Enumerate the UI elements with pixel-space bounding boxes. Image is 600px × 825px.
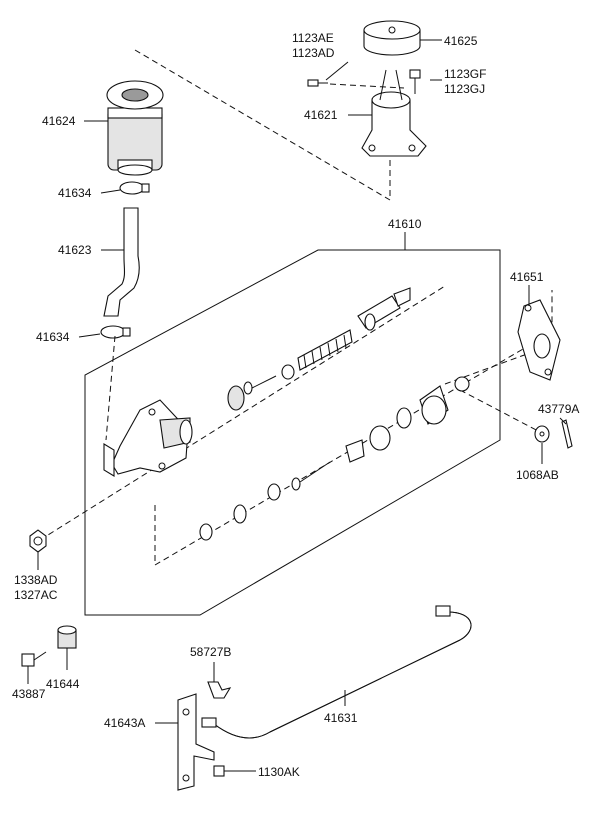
part-labels: 1123AE 1123AD 41625 1123GF 1123GJ 41624 … — [12, 31, 579, 779]
bolt-43887 — [21, 651, 47, 667]
bolt-1130ak — [213, 765, 238, 777]
bolt-1123ae — [307, 79, 328, 87]
hose-clamp-lower — [100, 325, 131, 339]
label-41631: 41631 — [324, 711, 358, 725]
master-cylinder — [103, 399, 193, 477]
clutch-tube — [201, 605, 472, 739]
exploded-axis-box — [154, 290, 553, 566]
label-43887: 43887 — [12, 687, 46, 701]
label-1123GJ: 1123GJ — [444, 82, 485, 96]
reservoir-bracket — [361, 69, 427, 157]
cotter-pin — [561, 419, 573, 449]
label-41625: 41625 — [444, 34, 478, 48]
hose — [103, 207, 140, 317]
hose-clamp-upper — [119, 181, 150, 195]
leader-lines — [27, 39, 567, 772]
label-1123GF: 1123GF — [444, 67, 486, 81]
reservoir-cap — [363, 20, 421, 56]
label-43779A: 43779A — [538, 402, 579, 416]
gasket-plate — [517, 299, 561, 381]
label-58727B: 58727B — [190, 645, 231, 659]
reservoir-tank — [106, 80, 164, 176]
assembly-frame — [84, 249, 501, 616]
piston-components — [227, 287, 411, 411]
pushrod-components — [199, 376, 470, 541]
label-41634-upper: 41634 — [58, 186, 92, 200]
label-41623: 41623 — [58, 243, 92, 257]
clip-58727b — [207, 681, 232, 699]
pipe-bracket — [177, 693, 215, 791]
label-1123AD: 1123AD — [292, 46, 335, 60]
label-41621: 41621 — [304, 108, 338, 122]
label-1338AD: 1338AD — [14, 573, 58, 587]
label-41651: 41651 — [510, 270, 544, 284]
label-41624: 41624 — [42, 114, 76, 128]
label-41634-lower: 41634 — [36, 330, 70, 344]
washer — [534, 425, 550, 443]
label-1123AE: 1123AE — [292, 31, 334, 45]
label-1130AK: 1130AK — [258, 765, 300, 779]
label-41643A: 41643A — [104, 716, 145, 730]
label-1327AC: 1327AC — [14, 588, 58, 602]
bolt-1123gf — [409, 69, 421, 94]
label-41644: 41644 — [46, 677, 80, 691]
label-41610: 41610 — [388, 217, 422, 231]
nut-1338ad — [29, 529, 47, 553]
bushing-41644 — [57, 625, 77, 649]
label-1068AB: 1068AB — [516, 468, 559, 482]
